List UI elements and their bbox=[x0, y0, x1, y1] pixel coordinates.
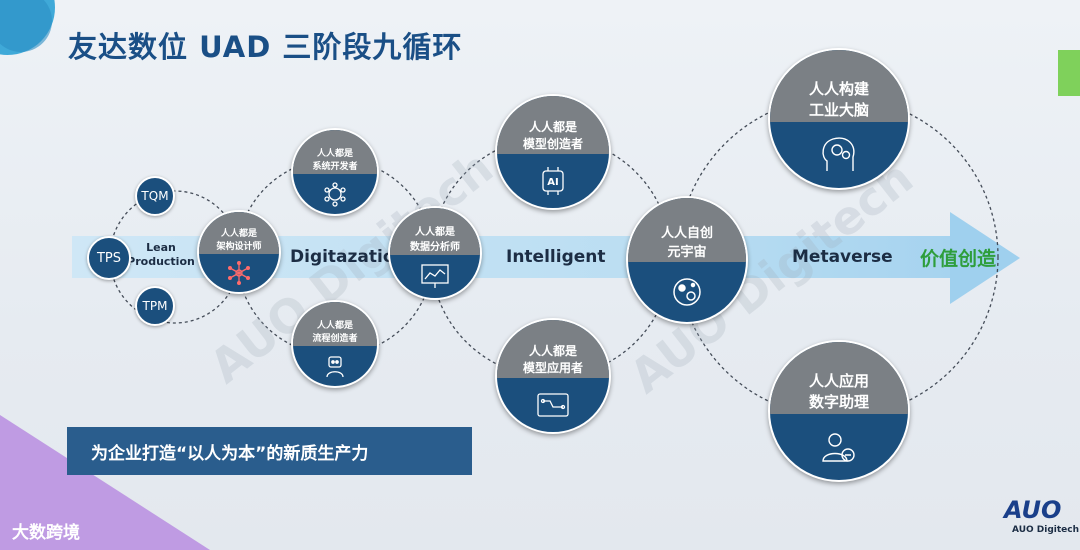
node-model-creator-label: 人人都是 模型创造者 bbox=[522, 120, 583, 152]
node-metaverse-creator: 人人自创 元宇宙 bbox=[626, 196, 748, 324]
stage-intelligent: Intelligent bbox=[506, 247, 606, 267]
page-title: 友达数位 UAD 三阶段九循环 bbox=[68, 30, 463, 64]
cycle-ring-4 bbox=[677, 96, 999, 418]
node-architect-label: 人人都是 架构设计师 bbox=[216, 228, 262, 252]
node-analyst-label: 人人都是 数据分析师 bbox=[410, 226, 460, 253]
brain-gear-icon bbox=[822, 137, 855, 171]
stage-metaverse: Metaverse bbox=[792, 247, 893, 267]
node-model-user: 人人都是 模型应用者 bbox=[495, 318, 611, 434]
node-model-creator: 人人都是 模型创造者 AI bbox=[495, 94, 611, 210]
system-icon bbox=[324, 182, 346, 207]
node-assistant: 人人应用 数字助理 bbox=[768, 340, 910, 482]
tps-circle: TPS bbox=[87, 236, 131, 280]
node-process-label: 人人都是 流程创造者 bbox=[312, 320, 358, 344]
auo-logo: AUO bbox=[1004, 496, 1062, 524]
stage-digitazation: Digitazation bbox=[290, 247, 407, 267]
node-architect: 人人都是 架构设计师 bbox=[197, 210, 281, 294]
node-assistant-label: 人人应用 数字助理 bbox=[808, 371, 869, 411]
band-arrow-head bbox=[950, 212, 1020, 304]
network-icon bbox=[228, 260, 250, 285]
node-model-user-label: 人人都是 模型应用者 bbox=[522, 344, 583, 376]
node-developer: 人人都是 系统开发者 bbox=[291, 128, 379, 216]
node-brain: 人人构建 工业大脑 bbox=[768, 48, 910, 190]
user-assistant-icon bbox=[822, 433, 855, 462]
chart-board-icon bbox=[421, 264, 449, 289]
kol-brand: 大数跨境 bbox=[12, 523, 80, 543]
circuit-board-icon bbox=[537, 393, 569, 417]
value-creation-label: 价值创造 bbox=[920, 248, 997, 270]
tpm-circle: TPM bbox=[135, 286, 175, 326]
green-tab-decoration bbox=[1058, 50, 1080, 96]
lean-production-label: Lean Production bbox=[127, 241, 195, 268]
ai-chip-text: AI bbox=[547, 177, 558, 188]
tqm-circle: TQM bbox=[135, 176, 175, 216]
ai-chip-icon: AI bbox=[542, 167, 564, 196]
node-developer-label: 人人都是 系统开发者 bbox=[312, 148, 358, 172]
slogan-banner: 为企业打造“以人为本”的新质生产力 bbox=[67, 427, 472, 475]
node-analyst: 人人都是 数据分析师 bbox=[388, 206, 482, 300]
auo-logo-subtitle: AUO Digitech bbox=[1012, 525, 1080, 535]
robot-icon bbox=[326, 356, 344, 378]
node-metaverse-creator-label: 人人自创 元宇宙 bbox=[660, 226, 713, 261]
planet-icon bbox=[673, 278, 701, 306]
node-brain-label: 人人构建 工业大脑 bbox=[808, 79, 869, 119]
node-process: 人人都是 流程创造者 bbox=[291, 300, 379, 388]
